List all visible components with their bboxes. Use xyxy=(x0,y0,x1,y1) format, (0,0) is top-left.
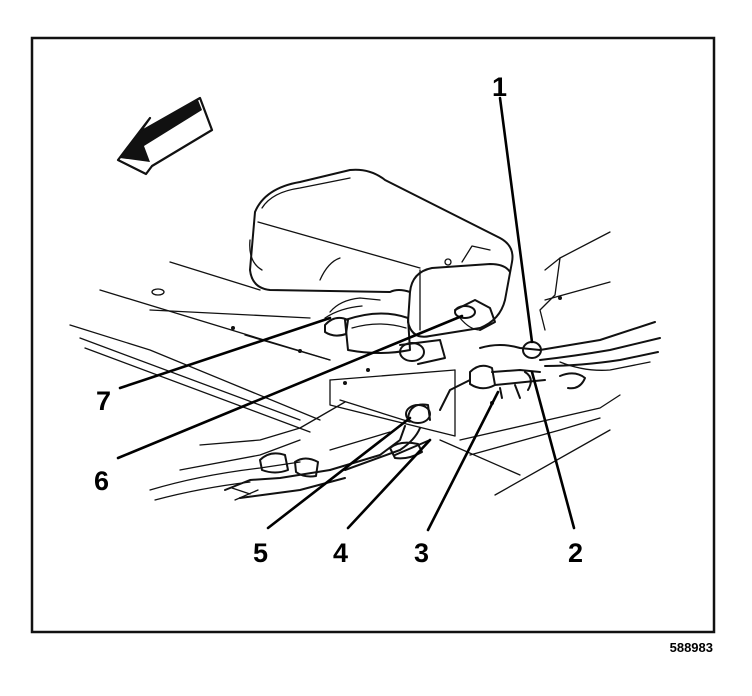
leader-lines xyxy=(116,96,576,532)
leader-5 xyxy=(266,416,412,530)
callout-2: 2 xyxy=(568,538,583,568)
floor-pan xyxy=(69,231,621,496)
callout-1: 1 xyxy=(492,72,507,102)
callout-labels: 1 2 3 4 5 6 7 xyxy=(94,72,583,568)
callout-6: 6 xyxy=(94,466,109,496)
leader-2 xyxy=(530,370,576,530)
leader-1 xyxy=(498,96,534,344)
figure-number: 588983 xyxy=(670,640,713,655)
callout-7: 7 xyxy=(96,386,111,416)
forward-arrow-icon xyxy=(116,96,214,176)
callout-4: 4 xyxy=(333,538,348,568)
leader-4 xyxy=(346,438,432,530)
fuel-lines xyxy=(149,401,431,501)
leader-3 xyxy=(426,390,500,532)
leader-6 xyxy=(116,314,464,460)
callout-5: 5 xyxy=(253,538,268,568)
evap-canister-icon xyxy=(249,168,514,338)
diagram-frame xyxy=(30,36,716,634)
vent-hoses xyxy=(439,321,661,411)
purge-valve xyxy=(324,297,446,365)
callout-3: 3 xyxy=(414,538,429,568)
leader-7 xyxy=(118,316,332,390)
